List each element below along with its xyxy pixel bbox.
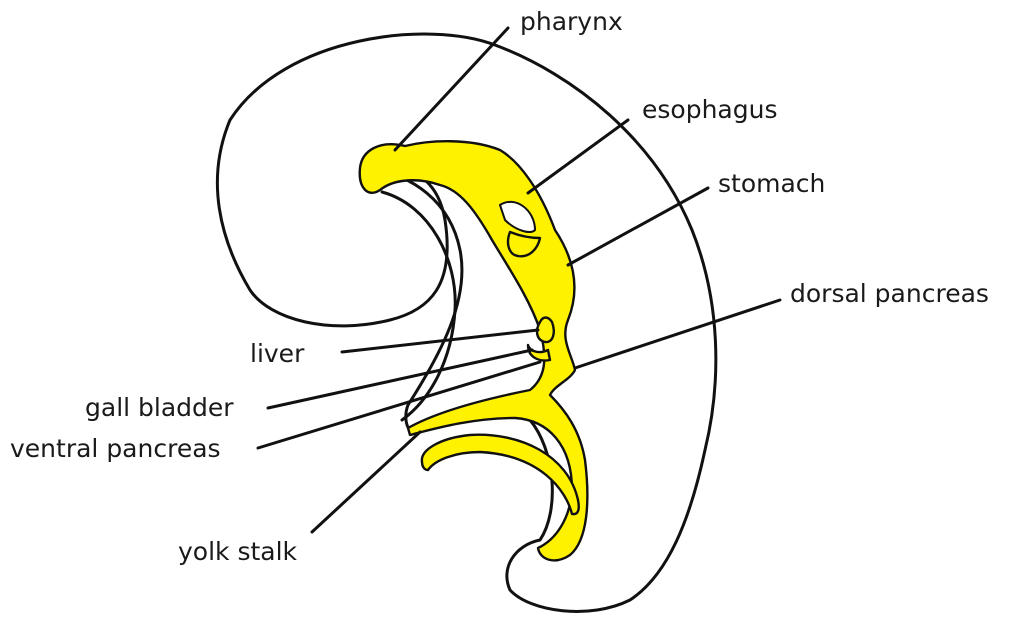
leader-esophagus bbox=[528, 120, 628, 193]
leader-stomach bbox=[568, 188, 708, 265]
leader-yolk-stalk bbox=[312, 432, 420, 532]
liver-bud bbox=[537, 318, 554, 343]
label-ventral-pancreas: ventral pancreas bbox=[10, 434, 221, 463]
label-stomach: stomach bbox=[718, 169, 825, 198]
label-dorsal-pancreas: dorsal pancreas bbox=[790, 279, 989, 308]
label-esophagus: esophagus bbox=[642, 95, 777, 124]
label-gall-bladder: gall bladder bbox=[85, 393, 234, 422]
leader-pharynx bbox=[395, 28, 508, 150]
yolk-stalk-loop bbox=[422, 435, 579, 514]
leader-dorsal-pancreas bbox=[575, 300, 780, 368]
label-yolk-stalk: yolk stalk bbox=[178, 537, 298, 566]
label-liver: liver bbox=[250, 339, 305, 368]
label-pharynx: pharynx bbox=[520, 7, 623, 36]
